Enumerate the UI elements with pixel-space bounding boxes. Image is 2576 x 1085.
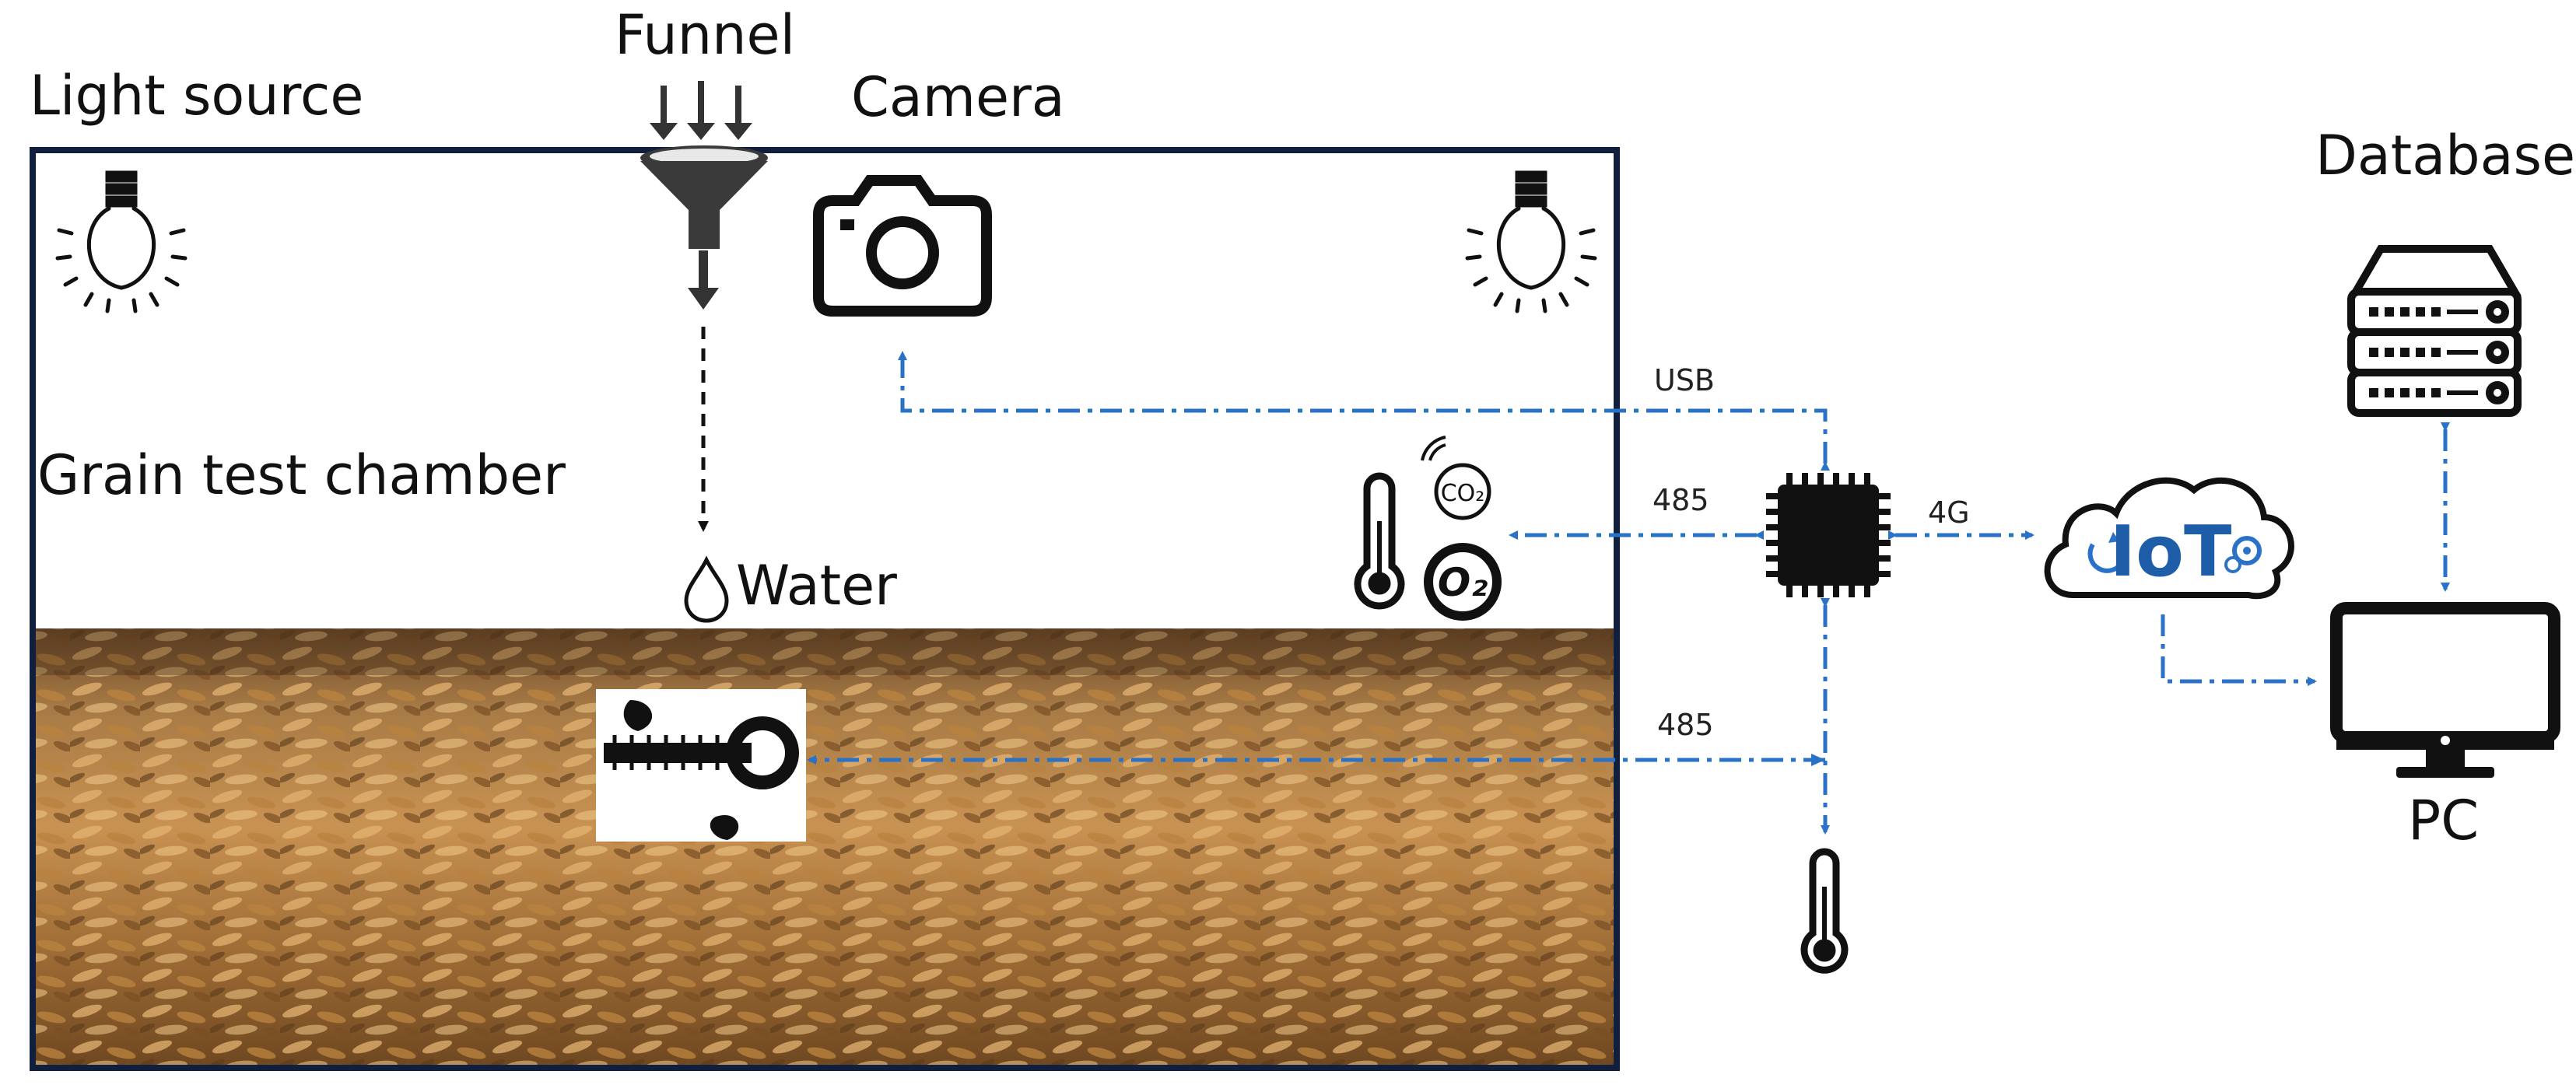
water-drop-icon — [684, 555, 729, 623]
co2-label: CO₂ — [1441, 480, 1485, 507]
camera-label: Camera — [851, 65, 1065, 129]
funnel-icon — [640, 145, 768, 310]
iot-cloud-icon — [2044, 477, 2294, 600]
pc-monitor-icon — [2330, 602, 2560, 778]
usb-connector — [898, 351, 1830, 471]
connectors — [807, 351, 2450, 835]
microcontroller-chip-icon — [1766, 473, 1891, 597]
funnel-input-arrows — [650, 81, 752, 140]
funnel-label: Funnel — [615, 3, 796, 67]
camera-icon — [813, 175, 992, 317]
cellular-connection-label: 4G — [1928, 495, 1970, 530]
database-label: Database — [2315, 124, 2576, 187]
thermometer-icon — [1354, 472, 1405, 610]
iot-label: IoT — [2110, 511, 2232, 593]
usb-connection-label: USB — [1654, 363, 1716, 397]
light-bulb-right-icon — [1465, 170, 1597, 313]
cloud-pc-connector — [2161, 614, 2317, 686]
grain-probe-icon — [596, 689, 806, 842]
chamber-frame — [30, 147, 1620, 1071]
water-label: Water — [736, 554, 897, 618]
light-bulb-left-icon — [55, 170, 188, 313]
grain-bed — [31, 628, 1618, 1068]
rs485-probe-connection-label: 485 — [1657, 708, 1714, 742]
database-server-icon — [2347, 245, 2522, 417]
rs485-sensor-connection-label: 485 — [1652, 483, 1709, 517]
o2-label: O₂ — [1438, 560, 1488, 605]
o2-sensor-icon — [1424, 543, 1502, 621]
outside-thermometer-icon — [1800, 848, 1849, 974]
pc-label: PC — [2408, 789, 2480, 852]
light-source-label: Light source — [30, 64, 364, 128]
grain-test-chamber-label: Grain test chamber — [37, 443, 566, 507]
